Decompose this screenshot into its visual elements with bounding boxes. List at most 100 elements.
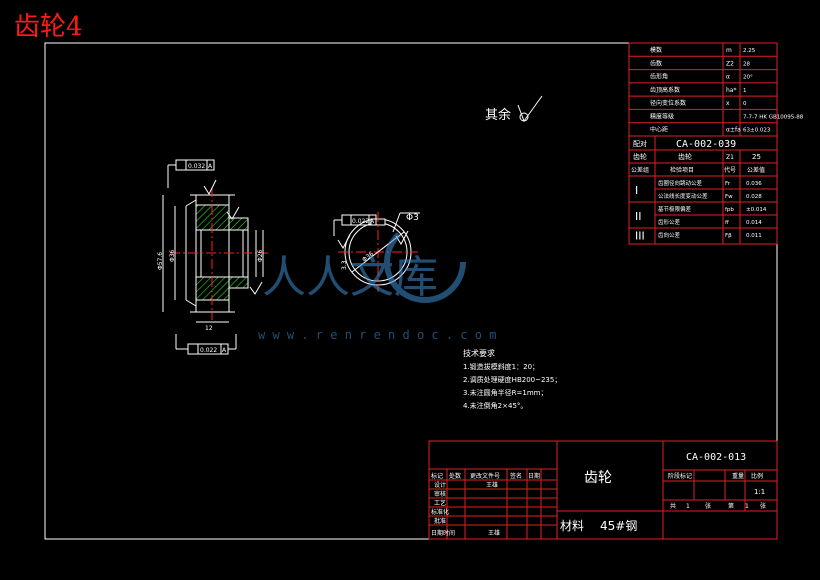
tol-right-ref: A <box>370 218 375 225</box>
tol-top-ref: A <box>208 163 213 170</box>
tol-top-value: 0.032 <box>188 163 205 170</box>
check-item-sym: Fβ <box>725 233 732 239</box>
col-sym: 代号 <box>724 166 736 174</box>
tech-note-3: 3.未注圆角半径R=1mm； <box>463 388 548 397</box>
param-val: 0 <box>743 101 747 107</box>
tol-bottom-value: 0.022 <box>200 347 217 354</box>
group-roman: II <box>635 210 642 223</box>
check-item-name: 公法线长度变动公差 <box>658 192 708 200</box>
check-item-val: 0.028 <box>746 194 762 200</box>
params-rows: 模数 m 2.25 齿数 Z2 28 齿形角 α 20° 齿顶高系数 ha* 1 径向变位系数 x 0 精度等… <box>629 42 804 134</box>
param-val: 28 <box>743 61 750 67</box>
param-name: 齿形角 <box>650 73 668 81</box>
watermark-url: w w w . r e n r e n d o c . c o m <box>258 328 496 342</box>
check-item-val: ±0.014 <box>746 207 767 213</box>
roughness-symbol-icon <box>517 95 543 123</box>
scale: 1:1 <box>754 488 765 496</box>
gear-label-2: 齿轮 <box>678 152 692 161</box>
tol-bottom-ref: A <box>222 347 227 354</box>
param-name: 齿顶高系数 <box>650 86 680 94</box>
gear-label: 齿轮 <box>633 152 647 161</box>
check-item-name: 齿圈径向跳动公差 <box>658 179 703 187</box>
roughness-note: 其余 <box>485 107 511 123</box>
material: 45#钢 <box>600 519 637 533</box>
param-name: 模数 <box>650 46 662 54</box>
param-sym: ha* <box>726 87 736 94</box>
rev-h-doc: 更改文件号 <box>470 472 500 480</box>
param-val: 1 <box>743 88 747 94</box>
check-item-val: 0.014 <box>746 220 762 226</box>
tech-note-1: 1.锻造拔模斜度1：20； <box>463 362 539 371</box>
rev-h-count: 处数 <box>449 472 461 480</box>
param-sym: m <box>726 47 732 54</box>
sheet-total-label: 共 <box>670 502 676 510</box>
tech-note-2: 2.调质处理硬度HB200~235； <box>463 375 561 384</box>
stage-label: 阶段标记 <box>668 472 692 480</box>
watermark-brand: 人人文库 <box>262 252 438 303</box>
hole-note: 3.3 <box>341 260 348 270</box>
side-dia2-dim: Φ36 <box>169 249 176 262</box>
title-block-text: 齿轮 CA-002-013 材料 45#钢 1:1 阶段标记 重量 比例 共 1… <box>431 452 766 537</box>
gear-teeth: 25 <box>752 153 761 161</box>
gear-section-view: Φ57.6 Φ36 Φ26 12 0.032 A 0.022 A <box>157 159 268 355</box>
ratio-label: 比例 <box>751 472 763 480</box>
rev-h-mark: 标记 <box>431 472 443 480</box>
param-sym: Z2 <box>726 60 734 67</box>
col-group: 公差组 <box>631 166 649 174</box>
group-roman: III <box>635 230 645 243</box>
param-name: 径向变位系数 <box>650 99 686 107</box>
tech-note-4: 4.未注倒角2×45°。 <box>463 401 527 410</box>
page-title: 齿轮4 <box>14 12 83 42</box>
col-item: 检验项目 <box>670 166 694 174</box>
col-val: 公差值 <box>747 166 765 174</box>
pair-code: CA-002-039 <box>676 139 736 150</box>
sheet-no: 1 <box>745 503 749 510</box>
sheet-unit: 张 <box>705 502 711 510</box>
param-val: 2.25 <box>743 48 756 54</box>
rev-h-date: 日期 <box>528 472 540 480</box>
group-roman: I <box>635 184 638 197</box>
title-block <box>428 440 778 540</box>
name-datetime: 王雄 <box>488 529 500 537</box>
check-item-sym: Fr <box>725 181 731 187</box>
watermark: 人人文库 w w w . r e n r e n d o c . c o m <box>258 221 496 342</box>
tech-notes: 技术要求 1.锻造拔模斜度1：20； 2.调质处理硬度HB200~235； 3.… <box>463 348 561 410</box>
sheet-no-unit: 张 <box>760 502 766 510</box>
role-review: 审核 <box>434 490 446 498</box>
tol-right-value: 0.022 <box>352 218 369 225</box>
check-item-name: 基节极限偏差 <box>658 205 692 213</box>
sheet-total: 1 <box>686 503 690 510</box>
role-standard: 标准化 <box>431 508 449 516</box>
param-val: 63±0.023 <box>743 128 771 134</box>
param-val: 7-7-7 HK GB10095-88 <box>743 114 804 120</box>
param-name: 齿数 <box>650 59 662 67</box>
side-dia-dim: Φ57.6 <box>157 252 164 270</box>
drawing-no: CA-002-013 <box>686 452 746 463</box>
pair-label: 配对 <box>633 139 647 148</box>
sheet-no-label: 第 <box>728 502 734 510</box>
drawing-border <box>44 42 778 540</box>
weight-label: 重量 <box>732 472 744 480</box>
gear-front-view: Φ36 3.3 0.022 A Φ3 <box>333 212 420 292</box>
param-sym: α±fa <box>726 127 741 134</box>
role-design: 设计 <box>434 481 446 489</box>
param-sym: x <box>726 100 730 107</box>
check-item-val: 0.011 <box>746 233 762 239</box>
check-item-name: 齿向公差 <box>658 231 681 239</box>
role-datetime: 日期时间 <box>431 529 455 537</box>
check-item-sym: Fw <box>725 194 733 200</box>
param-name: 中心距 <box>650 126 668 134</box>
param-sym: α <box>726 74 730 81</box>
check-item-sym: ff <box>725 220 729 226</box>
width-dim: 12 <box>205 325 213 332</box>
part-name: 齿轮 <box>584 470 612 486</box>
param-name: 精度等级 <box>650 112 674 120</box>
param-val: 20° <box>743 75 753 81</box>
check-item-sym: fpb <box>725 207 734 213</box>
material-label: 材料 <box>560 519 584 533</box>
params-table-meta: 配对 CA-002-039 齿轮 齿轮 Z1 25 公差组 检验项目 代号 公差… <box>631 139 765 174</box>
keyway-label: Φ3 <box>406 213 419 223</box>
